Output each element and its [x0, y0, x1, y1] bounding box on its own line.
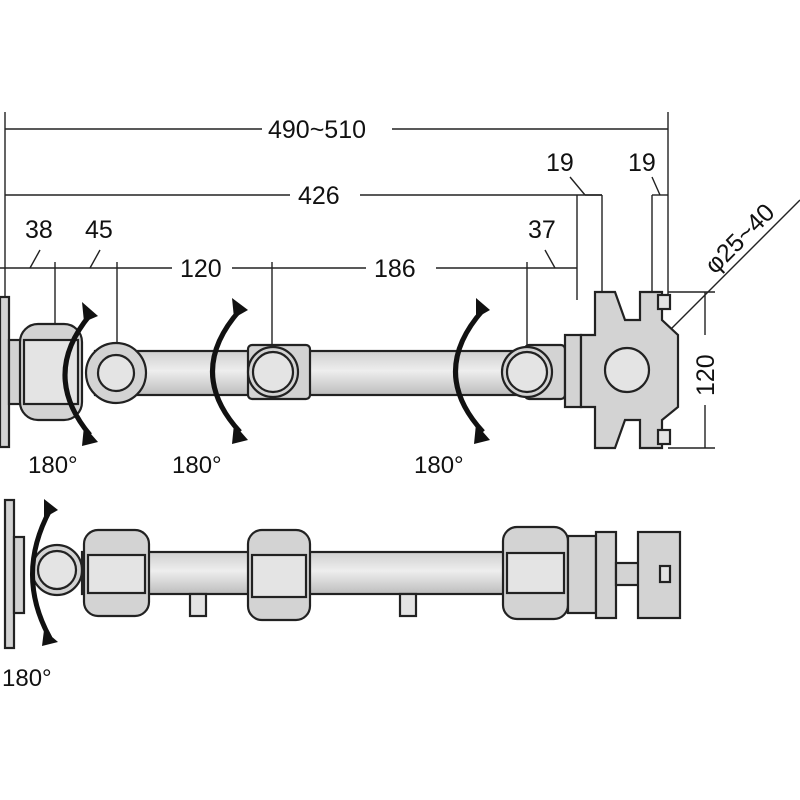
- clamp-plate-top: [563, 333, 583, 409]
- dimension-lines: [0, 112, 800, 449]
- vesa-plate-top: [0, 295, 11, 449]
- vesa-plate-side: [3, 498, 16, 650]
- side-view: [3, 498, 682, 650]
- rotation-label-joint-2: 180°: [414, 452, 464, 479]
- rotation-arrow-side: [30, 508, 53, 640]
- dim-pole-diameter: φ25~40: [699, 198, 780, 279]
- rotation-label-head: 180°: [28, 452, 78, 479]
- arm-beam-side: [80, 550, 574, 596]
- arm-link-2: [293, 349, 532, 397]
- dim-segment-120: 120: [180, 255, 222, 283]
- dim-clamp-width-right: 19: [628, 149, 656, 177]
- screw-1: [188, 592, 208, 618]
- rotation-arrow-joint-2: [453, 308, 485, 434]
- rotation-arrows: [30, 298, 490, 646]
- dim-pivot-37: 37: [528, 216, 556, 244]
- dim-arm-length: 426: [298, 182, 340, 210]
- dim-overall-length: 490~510: [268, 116, 366, 144]
- rotation-label-side: 180°: [2, 665, 52, 692]
- screw-2: [398, 592, 418, 618]
- dim-segment-186: 186: [374, 255, 416, 283]
- rotation-label-joint-1: 180°: [172, 452, 222, 479]
- clamp-collar-side: [566, 534, 598, 615]
- rotation-arrow-joint-1: [210, 308, 242, 434]
- dim-clamp-height: 120: [692, 354, 720, 396]
- dim-clamp-width-left: 19: [546, 149, 574, 177]
- dim-pivot-45: 45: [85, 216, 113, 244]
- top-view: [0, 290, 680, 450]
- dim-pivot-38: 38: [25, 216, 53, 244]
- pole-section: [603, 346, 651, 394]
- rotation-arrow-head: [62, 313, 92, 437]
- clamp-jaw-side: [594, 530, 618, 620]
